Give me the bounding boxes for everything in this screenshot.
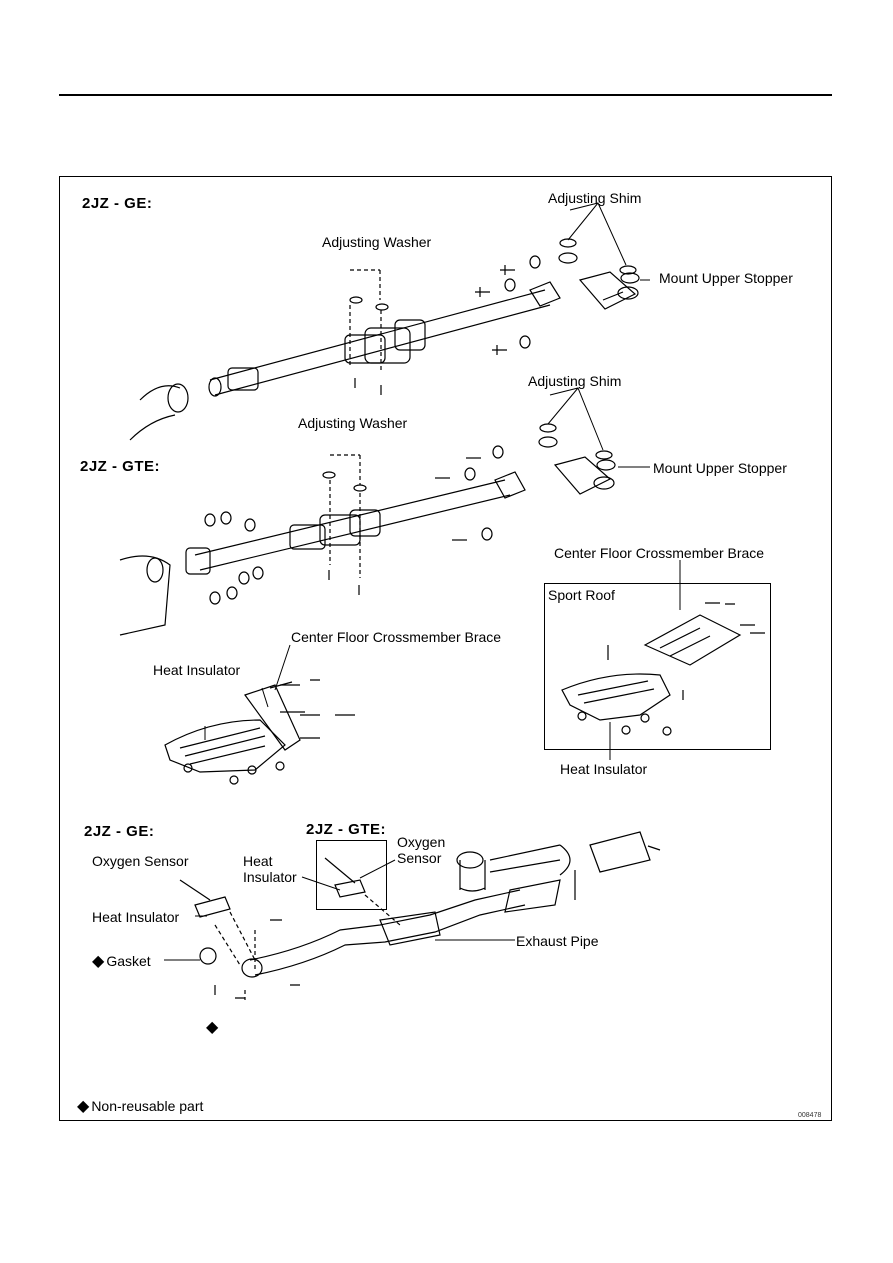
- label-exhaust-pipe: Exhaust Pipe: [516, 933, 599, 949]
- legend: ◆Non-reusable part: [77, 1098, 203, 1115]
- label-heat-insulator-mid-text: Heat Insulator: [243, 853, 297, 885]
- label-mount-upper-stopper-ge: Mount Upper Stopper: [659, 270, 793, 286]
- engine-label-2jz-gte: 2JZ - GTE:: [80, 458, 161, 475]
- gte-inset-parts: [324, 857, 401, 926]
- ge-propeller-shaft: [129, 281, 561, 441]
- label-oxygen-sensor-gte: Oxygen Sensor: [397, 834, 451, 866]
- top-rule: [59, 94, 832, 96]
- label-gasket: ◆Gasket: [92, 953, 151, 970]
- exhaust-pipe-drawing: [199, 831, 661, 978]
- label-oxygen-sensor-ge: Oxygen Sensor: [92, 853, 189, 869]
- label-heat-insulator-mid: Heat Insulator: [243, 853, 305, 885]
- legend-diamond-icon: ◆: [77, 1098, 90, 1115]
- leader-lines: [164, 279, 681, 961]
- nonreusable-diamond-icon: ◆: [206, 1019, 219, 1036]
- label-adjusting-shim-gte: Adjusting Shim: [528, 373, 622, 389]
- exhaust-o2-parts: [179, 879, 300, 1000]
- label-adjusting-shim-ge: Adjusting Shim: [548, 190, 642, 206]
- engine-label-2jz-ge: 2JZ - GE:: [82, 195, 153, 212]
- right-brace: [607, 602, 765, 700]
- label-heat-insulator-right: Heat Insulator: [560, 761, 648, 777]
- label-gasket-text: Gasket: [106, 953, 151, 969]
- label-adjusting-washer-ge: Adjusting Washer: [322, 234, 432, 250]
- ge-bolts: [349, 255, 541, 395]
- label-heat-insulator-ge: Heat Insulator: [92, 909, 180, 925]
- right-heat-insulator: [561, 673, 672, 736]
- engine-label-exhaust-ge: 2JZ - GE:: [84, 823, 155, 840]
- nonreusable-nut-diamond: ◆: [206, 1019, 220, 1036]
- left-heat-insulator: [164, 719, 286, 785]
- sport-roof-box: [544, 583, 771, 750]
- diagram-frame: [59, 176, 832, 1121]
- legend-text: Non-reusable part: [91, 1098, 204, 1114]
- engine-label-exhaust-gte: 2JZ - GTE:: [306, 821, 387, 838]
- label-sport-roof: Sport Roof: [548, 587, 615, 603]
- nonreusable-diamond-icon: ◆: [92, 953, 105, 970]
- label-heat-insulator-left: Heat Insulator: [153, 662, 241, 678]
- label-center-brace-right: Center Floor Crossmember Brace: [554, 545, 765, 561]
- gte-propeller-shaft: [119, 471, 526, 636]
- left-brace: [244, 679, 355, 751]
- label-oxygen-sensor-gte-text: Oxygen Sensor: [397, 834, 446, 866]
- gte-oxygen-inset-box: [316, 840, 387, 910]
- label-center-brace-left: Center Floor Crossmember Brace: [291, 629, 502, 645]
- label-adjusting-washer-gte: Adjusting Washer: [298, 415, 408, 431]
- gte-mount: [538, 387, 616, 495]
- ge-mount: [558, 202, 640, 310]
- label-mount-upper-stopper-gte: Mount Upper Stopper: [653, 460, 787, 476]
- gte-bolts: [204, 445, 504, 605]
- figure-id: 008478: [798, 1112, 822, 1119]
